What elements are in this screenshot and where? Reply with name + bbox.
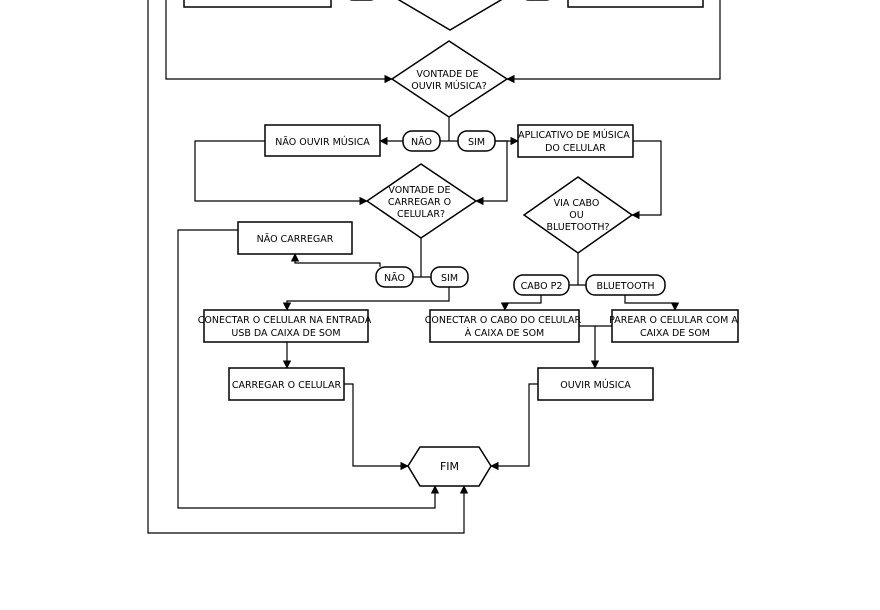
process-aplicativo-musica-text: APLICATIVO DE MÚSICA DO CELULAR [518, 129, 633, 154]
edge-nao-to-nao-carregar [290, 253, 381, 267]
label-nao-music-text: NÃO [411, 137, 432, 148]
process-ouvir-musica [537, 367, 654, 401]
process-carregar-celular-text: CARREGAR O CELULAR [232, 380, 342, 391]
label-sim-charge-text: SIM [441, 273, 458, 284]
process-nao-carregar-text: NÃO CARREGAR [257, 234, 334, 245]
edge-nao-carregar-to-end [177, 229, 440, 509]
top-decision-diamond [397, 0, 503, 31]
decision-vontade-musica-text: VONTADE DE OUVIR MÚSICA? [411, 69, 487, 92]
label-nao-charge-text: NÃO [384, 273, 405, 284]
process-parear-text: PAREAR O CELULAR COM A CAIXA DE SOM [609, 315, 741, 339]
terminal-fim-text: FIM [440, 460, 459, 473]
edge-cabo-to-conectar-cabo [500, 295, 542, 311]
terminal-fim [407, 446, 492, 487]
edge-sim-to-charge [475, 140, 508, 206]
label-bluetooth-text: BLUETOOTH [597, 281, 655, 292]
process-parear [611, 309, 739, 343]
decision-vontade-carregar-text: VONTADE DE CARREGAR O CELULAR? [388, 185, 454, 220]
edge-carregar-to-end [344, 383, 409, 471]
edge-bluetooth-to-parear [624, 295, 680, 311]
process-nao-ouvir-musica [264, 124, 381, 157]
process-nao-ouvir-musica-text: NÃO OUVIR MÚSICA [275, 136, 370, 148]
process-ouvir-musica-text: OUVIR MÚSICA [560, 379, 631, 391]
process-conectar-usb-text: CONECTAR O CELULAR NA ENTRADA USB DA CAI… [198, 315, 375, 339]
edge-app-to-cable-decision [631, 140, 662, 220]
edge-ouvir-to-end [490, 383, 538, 471]
decision-cabo-bluetooth-text: VIA CABO OU BLUETOOTH? [546, 198, 609, 233]
process-nao-carregar [237, 221, 353, 255]
label-cabo-p2-text: CABO P2 [521, 281, 563, 292]
top-left-process-box [183, 0, 332, 8]
top-right-process-box [567, 0, 704, 8]
process-aplicativo-musica [517, 124, 634, 158]
edge-sim-to-conectar-usb [282, 287, 450, 311]
process-conectar-usb [203, 309, 369, 343]
process-carregar-celular [228, 367, 345, 401]
label-sim-music-text: SIM [468, 137, 485, 148]
edge-outer-frame-to-end [147, 0, 469, 534]
edge-nao-ouvir-to-charge [194, 140, 368, 206]
edge-top-right-to-music-decision [506, 0, 721, 84]
process-conectar-cabo-text: CONECTAR O CABO DO CELULAR À CAIXA DE SO… [425, 315, 584, 339]
edge-top-left-to-music-decision [165, 0, 393, 84]
label-nao-charge [375, 266, 414, 288]
